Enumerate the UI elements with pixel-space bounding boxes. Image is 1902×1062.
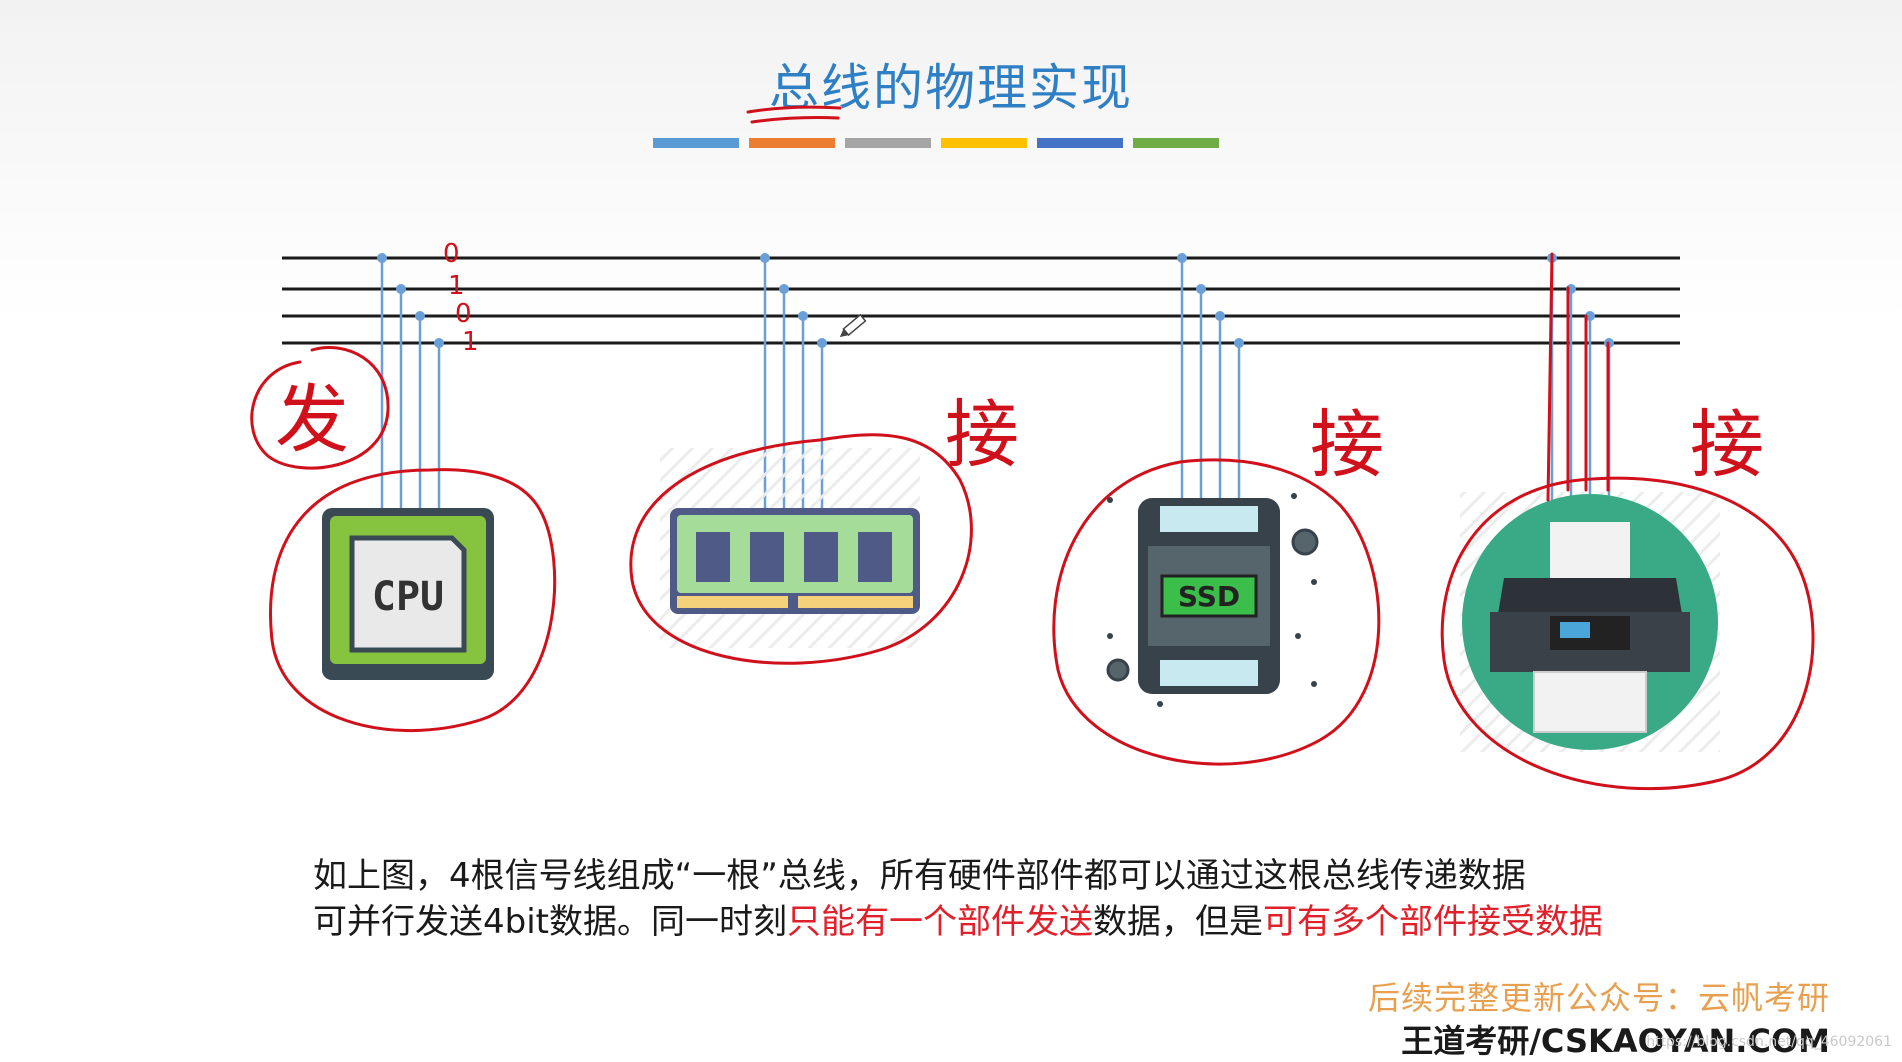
bit-label-1: 0 <box>443 239 460 269</box>
printer-tap-highlight-1 <box>1546 252 1554 502</box>
receive-annotation-printer: 接 <box>1690 402 1764 488</box>
send-annotation: 发 <box>275 377 349 463</box>
handwritten-labels: 发 接 接 接 <box>275 377 1764 488</box>
title-underline-scribble <box>746 105 842 124</box>
watermark: https://blog.csdn.net/qq_46092061 <box>1646 1034 1892 1050</box>
tap-junction-dot <box>377 253 387 263</box>
tap-junction-dot <box>798 311 808 321</box>
memory-module-icon <box>660 448 920 648</box>
memory-circle <box>629 433 973 665</box>
pen-cursor-icon <box>839 313 867 338</box>
caption-line-1: 如上图，4根信号线组成“一根”总线，所有硬件部件都可以通过这根总线传递数据 <box>313 856 1526 896</box>
bit-label-2: 1 <box>448 271 465 301</box>
tap-junction-dot <box>779 284 789 294</box>
handwritten-annotations <box>250 105 1815 791</box>
ssd-label: SSD <box>1178 580 1240 613</box>
tap-junction-dot <box>1215 311 1225 321</box>
cpu-icon: CPU <box>322 508 494 680</box>
tap-junction-dot <box>817 338 827 348</box>
footer-website: 王道考研/CSKAOYAN.COM <box>1401 1022 1830 1060</box>
caption-highlight-many-receivers: 可有多个部件接受数据 <box>1263 902 1603 942</box>
ssd-circle <box>1052 458 1381 766</box>
printer-circle <box>1440 476 1815 791</box>
color-bar-segment <box>1037 138 1123 148</box>
receive-annotation-ssd: 接 <box>1310 402 1384 488</box>
footer-wechat: 后续完整更新公众号：云帆考研 <box>1367 979 1830 1017</box>
receive-annotation-memory: 接 <box>945 392 1019 478</box>
title-color-bar <box>653 138 1223 148</box>
tap-junction-dot <box>434 338 444 348</box>
bit-label-3: 0 <box>455 299 472 329</box>
handwritten-bits: 0 1 0 1 <box>443 239 479 357</box>
tap-junction-dot <box>415 311 425 321</box>
ssd-icon: SSD <box>1106 493 1319 707</box>
caption-highlight-one-sender: 只能有一个部件发送 <box>787 902 1093 942</box>
tap-junction-dot <box>396 284 406 294</box>
cpu-circle <box>269 468 557 733</box>
color-bar-segment <box>749 138 835 148</box>
color-bar-segment <box>941 138 1027 148</box>
bus-lines <box>282 256 1680 345</box>
send-annotation-circle <box>250 346 390 470</box>
printer-icon <box>1460 492 1720 752</box>
color-bar-segment <box>653 138 739 148</box>
caption-line-2: 可并行发送4bit数据。同一时刻只能有一个部件发送数据，但是可有多个部件接受数据 <box>313 899 1813 945</box>
tap-junction-dot <box>1196 284 1206 294</box>
tap-junction-dot <box>760 253 770 263</box>
color-bar-segment <box>845 138 931 148</box>
caption-line-2-part-c: 数据，但是 <box>1093 902 1263 942</box>
caption-line-2-part-a: 可并行发送4bit数据。同一时刻 <box>313 902 787 942</box>
bit-label-4: 1 <box>462 327 479 357</box>
cpu-chip-label: CPU <box>372 574 444 620</box>
explanation-text: 如上图，4根信号线组成“一根”总线，所有硬件部件都可以通过这根总线传递数据 可并… <box>313 853 1813 945</box>
tap-junction-dot <box>1177 253 1187 263</box>
tap-junction-dot <box>1234 338 1244 348</box>
color-bar-segment <box>1133 138 1219 148</box>
